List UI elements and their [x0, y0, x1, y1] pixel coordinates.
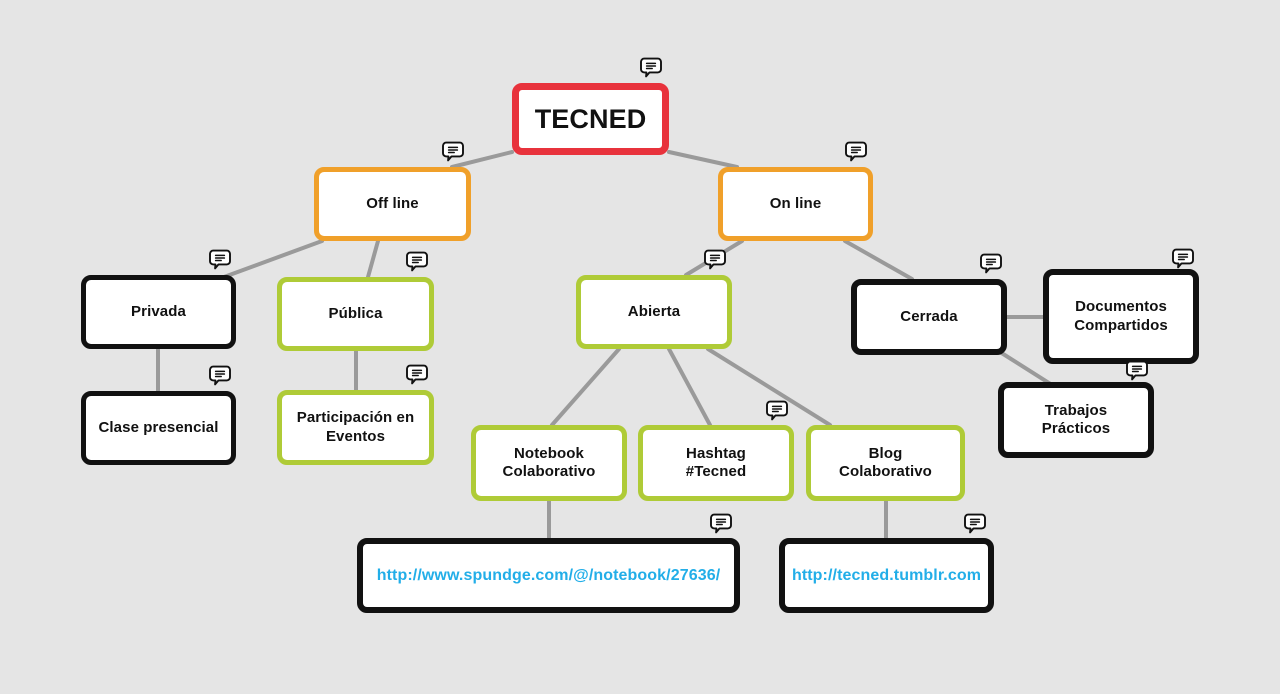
node-publica[interactable]: Pública — [277, 277, 434, 351]
note-comment-icon[interactable] — [640, 56, 662, 78]
node-label-url-tumblr: http://tecned.tumblr.com — [791, 566, 982, 584]
node-notebook[interactable]: Notebook Colaborativo — [471, 425, 627, 501]
node-label-clase: Clase presencial — [98, 418, 219, 436]
node-hashtag[interactable]: Hashtag #Tecned — [638, 425, 794, 501]
note-comment-icon[interactable] — [406, 363, 428, 385]
note-comment-icon[interactable] — [442, 140, 464, 162]
node-clase[interactable]: Clase presencial — [81, 391, 236, 465]
node-label-trabajos: Trabajos Prácticos — [1041, 401, 1111, 437]
node-cerrada[interactable]: Cerrada — [851, 279, 1007, 355]
node-privada[interactable]: Privada — [81, 275, 236, 349]
node-label-participacion: Participación en Eventos — [296, 409, 415, 445]
node-label-offline: Off line — [366, 194, 419, 212]
node-documentos[interactable]: Documentos Compartidos — [1043, 269, 1199, 364]
node-label-cerrada: Cerrada — [900, 307, 958, 325]
node-tecned[interactable]: TECNED — [512, 83, 669, 155]
node-label-online: On line — [769, 194, 822, 212]
note-comment-icon[interactable] — [1126, 359, 1148, 381]
edge-tecned-to-online — [667, 150, 739, 169]
node-label-url-spundge: http://www.spundge.com/@/notebook/27636/ — [376, 566, 721, 584]
node-label-documentos: Documentos Compartidos — [1074, 298, 1168, 334]
node-participacion[interactable]: Participación en Eventos — [277, 390, 434, 465]
edge-abierta-to-hashtag — [667, 347, 712, 427]
node-url-spundge[interactable]: http://www.spundge.com/@/notebook/27636/ — [357, 538, 740, 613]
note-comment-icon[interactable] — [209, 364, 231, 386]
node-trabajos[interactable]: Trabajos Prácticos — [998, 382, 1154, 458]
note-comment-icon[interactable] — [1172, 247, 1194, 269]
node-label-abierta: Abierta — [627, 302, 681, 320]
note-comment-icon[interactable] — [406, 250, 428, 272]
edge-offline-to-privada — [222, 239, 324, 279]
node-label-publica: Pública — [328, 304, 383, 322]
edge-offline-to-publica — [366, 239, 380, 279]
node-label-hashtag: Hashtag #Tecned — [685, 444, 747, 480]
edge-online-to-cerrada — [843, 239, 914, 281]
note-comment-icon[interactable] — [964, 512, 986, 534]
edge-abierta-to-notebook — [550, 347, 621, 427]
node-label-privada: Privada — [131, 302, 186, 320]
node-online[interactable]: On line — [718, 167, 873, 241]
note-comment-icon[interactable] — [980, 252, 1002, 274]
edge-abierta-to-blog — [706, 347, 832, 427]
note-comment-icon[interactable] — [209, 248, 231, 270]
note-comment-icon[interactable] — [710, 512, 732, 534]
node-label-blog: Blog Colaborativo — [839, 444, 932, 480]
note-comment-icon[interactable] — [704, 248, 726, 270]
node-label-notebook: Notebook Colaborativo — [502, 444, 596, 480]
node-abierta[interactable]: Abierta — [576, 275, 732, 349]
node-url-tumblr[interactable]: http://tecned.tumblr.com — [779, 538, 994, 613]
node-label-tecned: TECNED — [534, 103, 647, 134]
edge-tecned-to-offline — [450, 150, 514, 169]
node-offline[interactable]: Off line — [314, 167, 471, 241]
note-comment-icon[interactable] — [766, 399, 788, 421]
note-comment-icon[interactable] — [845, 140, 867, 162]
node-blog[interactable]: Blog Colaborativo — [806, 425, 965, 501]
